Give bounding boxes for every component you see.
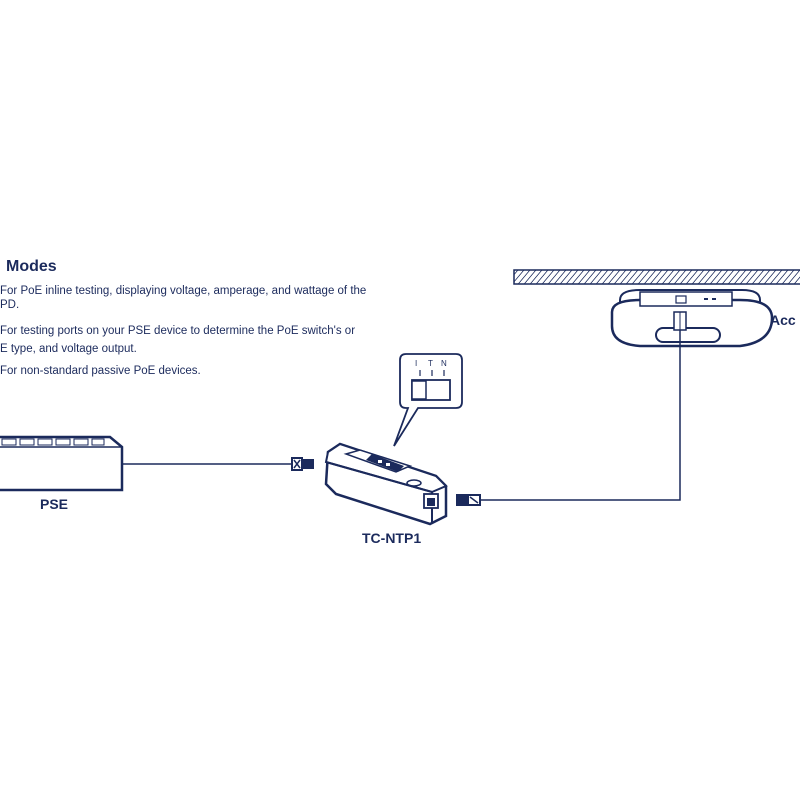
cable-ap-to-tester xyxy=(480,330,681,501)
switch-letter-i: I xyxy=(415,359,417,368)
access-point-device xyxy=(610,289,774,348)
mode-description-line: For testing ports on your PSE device to … xyxy=(0,325,356,337)
tester-device xyxy=(324,442,448,526)
rj45-connector-right xyxy=(456,494,481,506)
pse-device xyxy=(0,435,124,492)
tester-label: TC-NTP1 xyxy=(362,530,422,546)
mode-description-line: PD. xyxy=(0,299,20,311)
modes-title: Modes xyxy=(6,258,57,275)
ceiling xyxy=(513,269,800,285)
access-point-label: Acc xyxy=(770,312,796,328)
pse-label: PSE xyxy=(40,496,69,512)
switch-letter-n: N xyxy=(441,359,447,368)
rj45-connector-left xyxy=(291,457,314,471)
mode-switch-callout xyxy=(393,353,463,447)
mode-description-line: For non-standard passive PoE devices. xyxy=(0,365,201,377)
mode-description-line: For PoE inline testing, displaying volta… xyxy=(0,285,367,297)
switch-letter-t: T xyxy=(428,359,433,368)
mode-description-line: E type, and voltage output. xyxy=(0,343,137,355)
